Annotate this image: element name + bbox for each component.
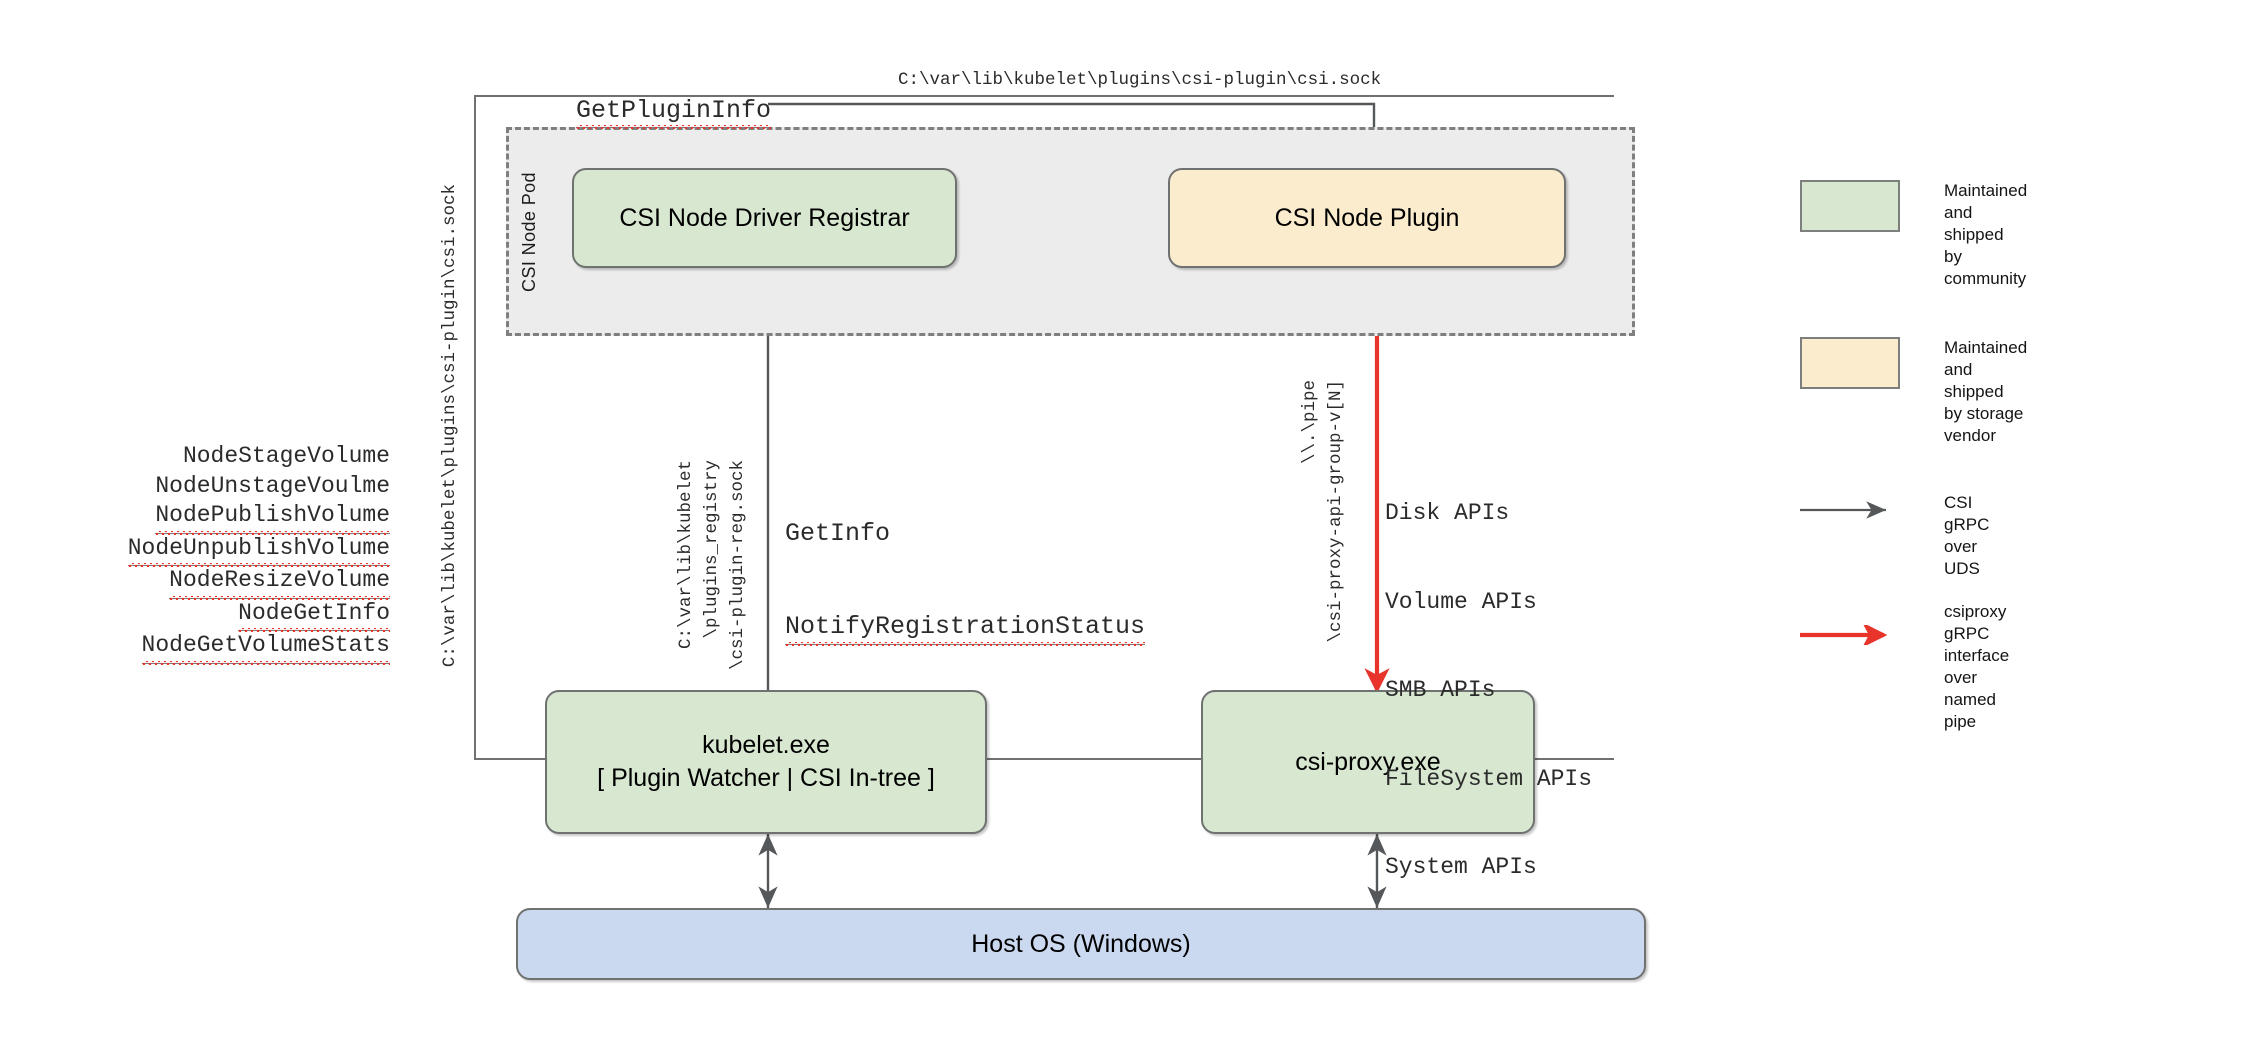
api-call-2: NodePublishVolume [155,501,390,534]
node-csi-proxy-exe[interactable]: csi-proxy.exe [1201,690,1535,834]
node-csi-node-driver-registrar[interactable]: CSI Node Driver Registrar [572,168,957,268]
csi-proxy-api-list: Disk APIs Volume APIs SMB APIs FileSyste… [1385,440,1592,942]
kubelet-title: kubelet.exe [702,731,830,759]
list-item: Volume APIs [1385,588,1592,618]
legend-label: Maintained and shipped by community [1944,181,2028,289]
list-item: NodePublishVolume [80,501,390,534]
registration-call-list: GetInfo NotifyRegistrationStatus [785,456,1146,707]
legend-label: csiproxy gRPC interface over named pipe [1944,602,2010,732]
list-item: FileSystem APIs [1385,765,1592,795]
list-item: System APIs [1385,853,1592,883]
node-host-os[interactable]: Host OS (Windows) [516,908,1646,980]
list-item: GetInfo [785,518,1145,549]
label-csi-sock-path-side: C:\var\lib\kubelet\plugins\csi-plugin\cs… [440,184,460,668]
proxy-api-3: FileSystem APIs [1385,765,1593,792]
api-call-0: NodeStageVolume [182,443,390,469]
legend-item-csi-grpc-uds: CSI gRPC over UDS [1800,493,1989,580]
list-item: Disk APIs [1385,499,1592,529]
node-label: CSI Node Driver Registrar [619,203,910,232]
label-named-pipe-line-1: \\.\pipe [1300,380,1320,465]
api-call-1: NodeUnstageVoulme [155,472,390,499]
label-getplugininfo-text: GetPluginInfo [576,96,772,129]
legend-item-vendor: Maintained and shipped by storage vendor [1800,337,2027,447]
label-registry-socket-line-1: C:\var\lib\kubelet [676,460,696,650]
list-item: NodeUnpublishVolume [80,534,391,567]
node-label: csi-proxy.exe [1295,747,1441,776]
registration-call-1: NotifyRegistrationStatus [785,611,1146,646]
list-item: NodeResizeVolume [80,566,390,599]
proxy-api-4: System APIs [1385,854,1537,880]
red-arrow-icon [1800,625,1888,645]
legend-label: CSI gRPC over UDS [1944,493,1990,579]
legend-item-csiproxy-named-pipe: csiproxy gRPC interface over named pipe [1800,602,2009,734]
label-named-pipe-line-2: \csi-proxy-api-group-v[N] [1326,380,1346,643]
gray-arrow-icon [1800,501,1886,519]
list-item: NodeStageVolume [80,442,390,472]
label-registry-socket-line-3: \csi-plugin-reg.sock [728,460,748,671]
api-call-6: NodeGetVolumeStats [141,631,391,664]
label-csi-sock-path-top: C:\var\lib\kubelet\plugins\csi-plugin\cs… [898,70,1382,90]
proxy-api-2: SMB APIs [1385,677,1496,703]
getplugininfo-route-frame [474,95,1614,760]
label-getplugininfo: GetPluginInfo [516,67,772,157]
list-item: NotifyRegistrationStatus [785,611,1146,646]
list-item: SMB APIs [1385,676,1592,706]
node-kubelet-exe[interactable]: kubelet.exe [ Plugin Watcher | CSI In-tr… [545,690,987,834]
api-call-4: NodeResizeVolume [169,566,390,599]
registration-call-0: GetInfo [785,519,891,548]
list-item: NodeGetInfo [80,599,390,632]
list-item: NodeGetVolumeStats [80,631,391,664]
node-csi-node-plugin[interactable]: CSI Node Plugin [1168,168,1566,268]
proxy-api-0: Disk APIs [1385,500,1510,526]
list-item: NodeUnstageVoulme [80,472,390,502]
proxy-api-1: Volume APIs [1385,588,1537,615]
kubelet-subtitle: [ Plugin Watcher | CSI In-tree ] [597,764,935,792]
api-call-5: NodeGetInfo [238,599,390,632]
node-label: CSI Node Plugin [1274,203,1460,232]
legend-swatch-community-icon [1800,180,1900,232]
api-call-3: NodeUnpublishVolume [127,534,391,567]
legend-item-community: Maintained and shipped by community [1800,180,2027,290]
legend-label: Maintained and shipped by storage vendor [1944,338,2028,446]
csi-node-pod-title: CSI Node Pod [519,171,539,292]
node-api-call-list: NodeStageVolume NodeUnstageVoulme NodePu… [80,442,391,664]
legend-swatch-vendor-icon [1800,337,1900,389]
node-label: Host OS (Windows) [971,929,1191,958]
label-registry-socket-line-2: \plugins_registry [702,460,722,639]
